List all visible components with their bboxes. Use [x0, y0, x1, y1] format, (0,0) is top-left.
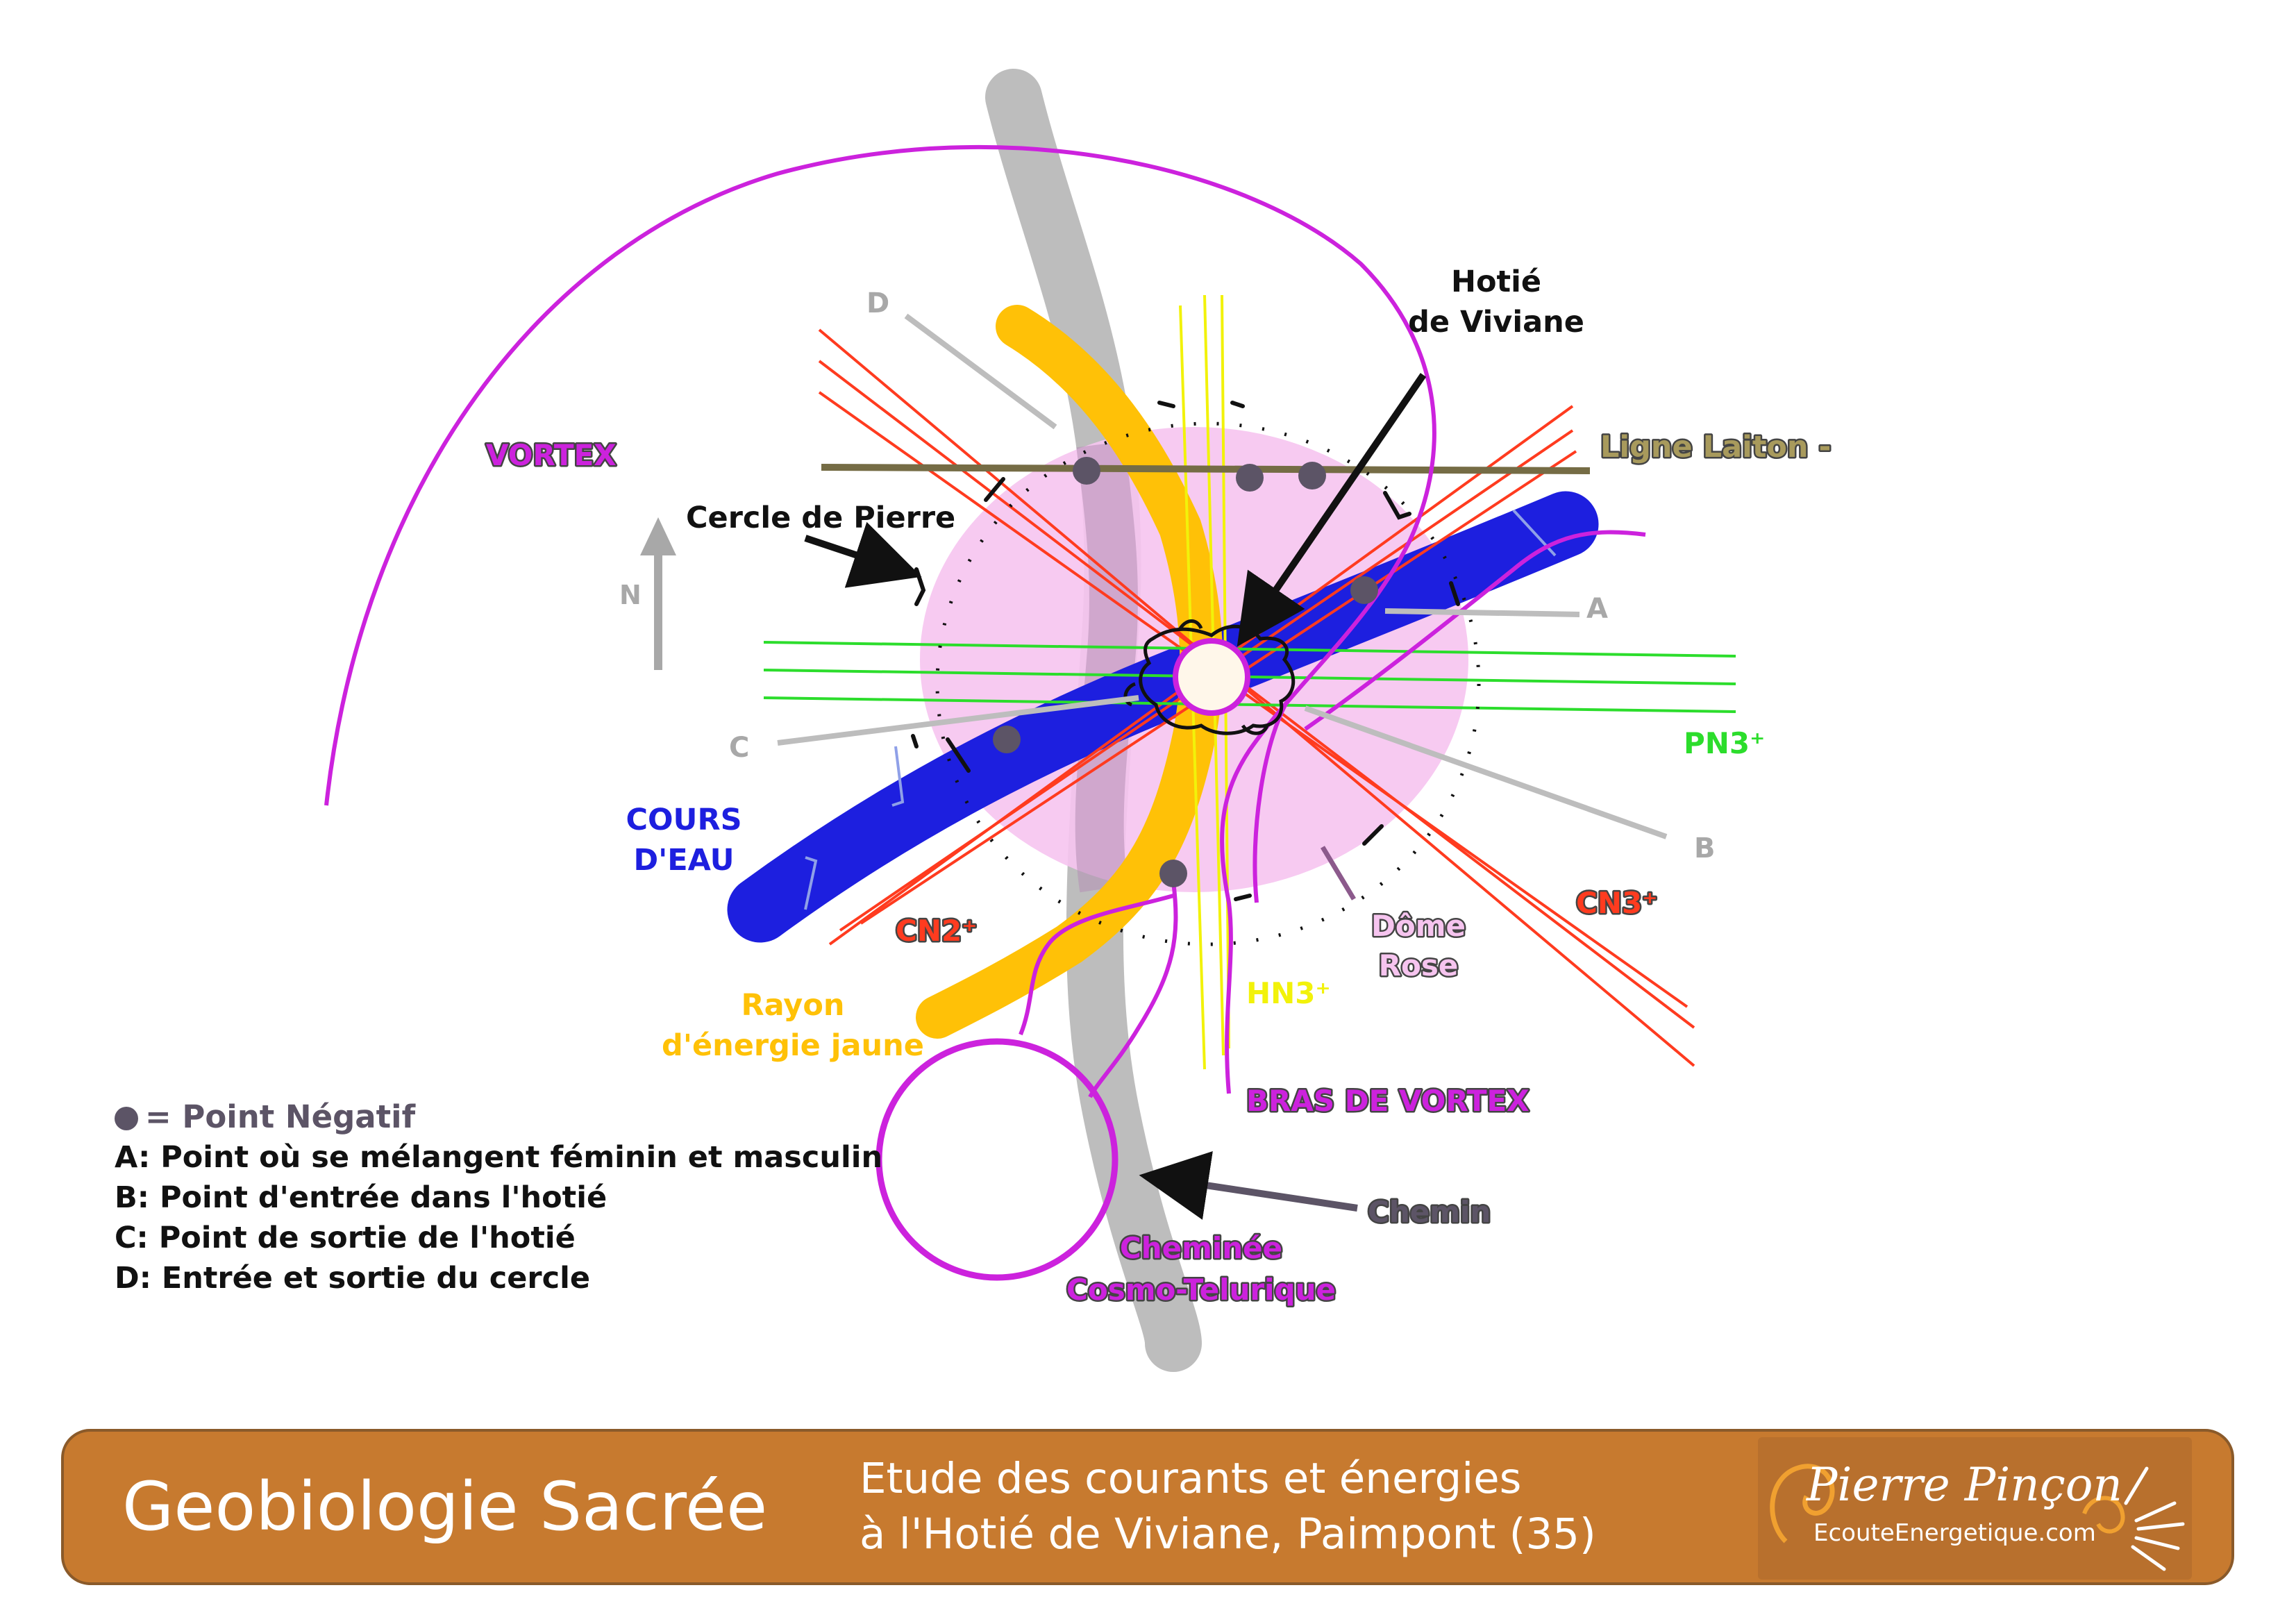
dome-pointer-line — [1320, 846, 1357, 901]
point-d-label: D — [866, 287, 889, 319]
legend: = Point Négatif A: Point où se mélangent… — [115, 1097, 913, 1298]
rayon-label-line2: d'énergie jaune — [662, 1028, 924, 1063]
ligne-laiton-label: Ligne Laiton - — [1600, 430, 1831, 464]
footer-subtitle: Etude des courants et énergies à l'Hotié… — [860, 1451, 1596, 1562]
dome-rose-label-line2: Rose — [1379, 948, 1459, 982]
chemin-arrow — [1139, 1151, 1358, 1220]
hotie-label-line2: de Viviane — [1408, 305, 1584, 340]
vortex-arm-upper — [1304, 530, 1646, 731]
footer-subtitle-line1: Etude des courants et énergies — [860, 1454, 1522, 1503]
logo-spiral-hand-icon — [1770, 1464, 2185, 1571]
dome-rose-label-line1: Dôme — [1371, 909, 1466, 943]
vortex-label: VORTEX — [486, 438, 617, 472]
negative-point-a — [1350, 576, 1378, 604]
cn2-label: CN2⁺ — [896, 914, 977, 948]
legend-negative-label: = Point Négatif — [145, 1098, 416, 1135]
yellow-energy-ray — [916, 305, 1223, 1039]
cours-eau-label-line2: D'EAU — [633, 843, 734, 878]
negative-points — [993, 457, 1378, 887]
vortex-spiral — [324, 144, 1436, 1094]
cercle-pierre-label: Cercle de Pierre — [686, 501, 955, 535]
stone-circle-outline — [935, 421, 1481, 946]
logo[interactable]: Pierre Pinçon EcouteEnergetique.com — [1758, 1437, 2192, 1580]
cheminee-label-line2: Cosmo-Telurique — [1066, 1273, 1336, 1307]
cercle-pierre-arrow — [804, 521, 922, 588]
negative-point-b — [1159, 860, 1187, 887]
point-a-label: A — [1586, 593, 1608, 625]
rayon-label-line1: Rayon — [741, 988, 845, 1023]
footer-subtitle-line2: à l'Hotié de Viviane, Paimpont (35) — [860, 1509, 1596, 1559]
pointer-lines — [777, 313, 1668, 839]
legend-item-b: B: Point d'entrée dans l'hotié — [115, 1180, 607, 1215]
cn3-label: CN3⁺ — [1576, 886, 1657, 920]
north-label: N — [619, 580, 642, 610]
negative-point-laiton-1 — [1073, 457, 1100, 485]
vortex-arm-chimney — [1019, 894, 1174, 1036]
chemin-label: Chemin — [1368, 1195, 1491, 1229]
hotie-arrow — [1237, 373, 1427, 647]
cheminee-circle — [875, 1038, 1118, 1281]
logo-site: EcouteEnergetique.com — [1813, 1519, 2096, 1547]
logo-name: Pierre Pinçon — [1807, 1458, 2122, 1512]
cours-eau-label-line1: COURS — [626, 803, 741, 837]
hn3-label: HN3⁺ — [1246, 976, 1331, 1010]
point-c-label: C — [729, 732, 749, 764]
bras-vortex-label: BRAS DE VORTEX — [1246, 1084, 1530, 1118]
legend-negative-row: = Point Négatif — [115, 1097, 913, 1137]
cheminee-label-line1: Cheminée — [1120, 1231, 1282, 1265]
hotie-center — [1173, 638, 1250, 716]
ligne-laiton-line — [821, 464, 1591, 474]
footer-title: Geobiologie Sacrée — [122, 1468, 768, 1546]
legend-item-c: C: Point de sortie de l'hotié — [115, 1221, 576, 1255]
negative-point-laiton-2 — [1236, 464, 1264, 492]
negative-point-c — [993, 726, 1021, 753]
hotie-label-line1: Hotié — [1451, 265, 1541, 299]
legend-item-d: D: Entrée et sortie du cercle — [115, 1261, 590, 1296]
legend-item-a: A: Point où se mélangent féminin et masc… — [115, 1140, 883, 1175]
north-arrow-icon — [640, 517, 676, 670]
footer-banner: Geobiologie Sacrée Etude des courants et… — [61, 1429, 2234, 1585]
cn3-lines — [818, 328, 1695, 1067]
point-b-label: B — [1694, 832, 1716, 864]
pn3-label: PN3⁺ — [1684, 726, 1765, 760]
negative-point-icon — [115, 1107, 138, 1130]
negative-point-laiton-3 — [1298, 462, 1326, 489]
chemin-path-through-dome — [1075, 441, 1139, 893]
hotie-stones — [1123, 619, 1296, 735]
